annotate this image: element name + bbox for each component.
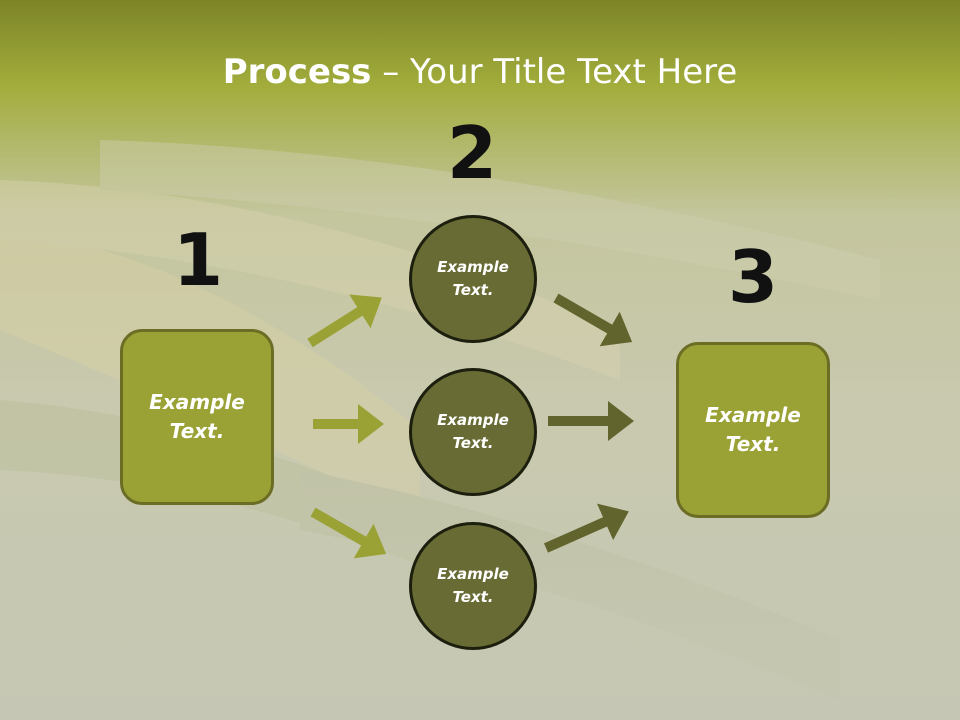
step-2-circle-middle: Example Text. bbox=[409, 368, 537, 496]
circle-middle-label: Example Text. bbox=[437, 411, 509, 452]
title-rest: – Your Title Text Here bbox=[371, 52, 738, 92]
step-number-2: 2 bbox=[446, 111, 498, 195]
step-number-1: 1 bbox=[172, 218, 224, 302]
arrow-top-to-right bbox=[553, 293, 633, 347]
step-1-label: Example Text. bbox=[149, 390, 245, 443]
circle-top-label: Example Text. bbox=[437, 258, 509, 299]
step-2-circle-top: Example Text. bbox=[409, 215, 537, 343]
arrow-left-to-top bbox=[307, 294, 382, 348]
step-3-label: Example Text. bbox=[705, 403, 801, 456]
step-2-circle-bottom: Example Text. bbox=[409, 522, 537, 650]
arrow-left-to-bottom bbox=[310, 507, 387, 559]
step-number-3: 3 bbox=[727, 235, 779, 319]
slide-title: Process – Your Title Text Here bbox=[0, 52, 960, 92]
arrow-bottom-to-right bbox=[543, 503, 629, 553]
title-bold: Process bbox=[222, 52, 372, 92]
step-1-box: Example Text. bbox=[120, 329, 274, 505]
circle-bottom-label: Example Text. bbox=[437, 565, 509, 606]
step-3-box: Example Text. bbox=[676, 342, 830, 518]
